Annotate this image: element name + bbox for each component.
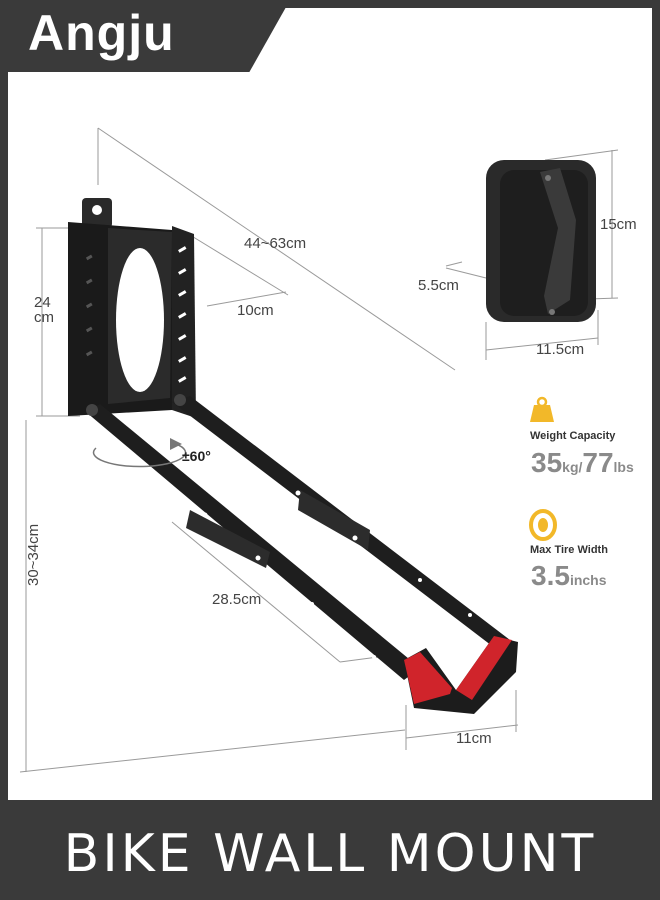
mount-height-label-top: 24 [34,294,51,311]
total-height-label: 30~34cm [25,524,42,586]
rotation-arc [92,443,187,468]
brand-logo: Angju [28,5,175,61]
pad-depth-label: 5.5cm [418,277,459,294]
tire-icon [529,509,557,541]
rotation-label: ±60° [182,448,211,464]
hook-width-label: 11cm [456,730,492,747]
wall-bracket [68,198,196,418]
length-label: 44~63cm [244,235,306,252]
depth-dimension-line [189,234,289,296]
pad-height-label: 15cm [600,216,637,233]
depth-label: 10cm [237,302,274,319]
product-illustration: 44~63cm 10cm 24 cm 30~34cm 28.5cm 11cm ±… [19,127,637,773]
tire-width-label: Max Tire Width [530,544,608,556]
rubber-pad [486,160,596,322]
tire-width-value: 3.5inchs [531,560,607,592]
length-dimension-line [97,127,456,371]
mount-arms [86,394,510,680]
brand-tab [0,0,290,72]
hook-width-line [405,724,519,739]
tire-hook [404,636,518,714]
product-title: BIKE WALL MOUNT [63,824,597,884]
tire-width-unit: inchs [569,572,607,588]
pad-width-label: 11.5cm [536,341,584,358]
tire-width-number: 3.5 [531,560,570,591]
weight-capacity-value: 35kg/77lbs [531,447,634,479]
weight-kg-value: 35 [531,447,563,478]
weight-icon [530,396,554,422]
weight-capacity-label: Weight Capacity [530,430,616,442]
pad-depth-line [445,267,487,279]
weight-lbs-unit: lbs [613,459,634,475]
arm-length-label: 28.5cm [212,591,261,608]
weight-kg-unit: kg/ [562,459,583,475]
mount-height-label-unit: cm [34,309,54,326]
pad-width-line [485,337,599,351]
arm-length-line [171,521,341,663]
weight-lbs-value: 77 [582,447,614,478]
